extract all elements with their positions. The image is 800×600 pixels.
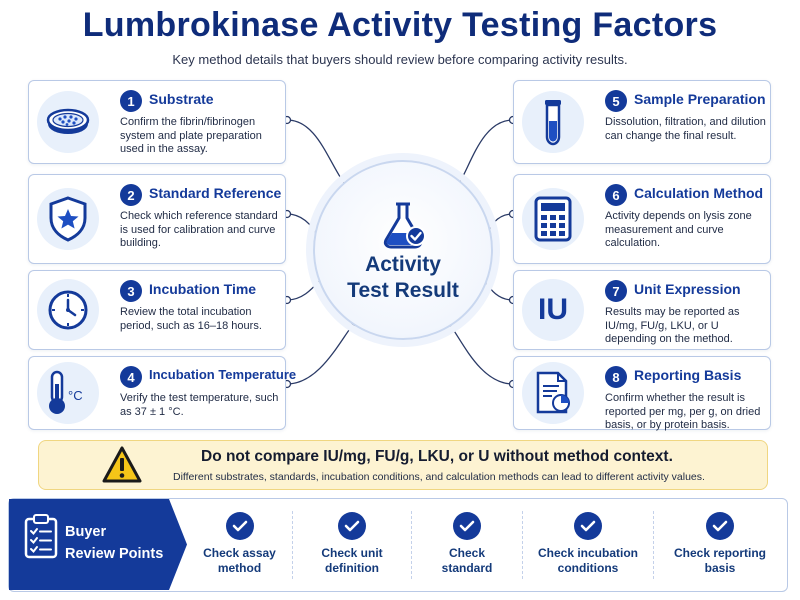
- petri-dish-icon: [37, 91, 99, 153]
- factor-card-unit-expression: IU 7 Unit Expression Results may be repo…: [513, 270, 771, 350]
- factor-title: Substrate: [149, 91, 214, 107]
- review-item-line1: Check: [448, 546, 486, 560]
- factor-card-calculation-method: 6 Calculation Method Activity depends on…: [513, 174, 771, 264]
- factor-description: Verify the test temperature, such as 37 …: [120, 392, 279, 418]
- review-divider: [411, 511, 412, 579]
- factor-card-incubation-temperature: °C 4 Incubation Temperature Verify the t…: [28, 356, 296, 430]
- clipboard-checklist-icon: [24, 514, 58, 559]
- factor-number: 4: [120, 366, 142, 388]
- iu-text-icon: IU: [522, 279, 584, 341]
- check-icon: [453, 512, 481, 540]
- center-label-line1: Activity: [365, 253, 441, 276]
- factor-card-standard-reference: 2 Standard Reference Check which referen…: [28, 174, 286, 264]
- factor-number: 6: [605, 184, 627, 206]
- review-divider: [653, 511, 654, 579]
- review-item-line2: definition: [325, 561, 379, 575]
- check-icon: [706, 512, 734, 540]
- review-item-line2: standard: [441, 561, 493, 575]
- review-item-line2: method: [217, 561, 262, 575]
- factor-title: Unit Expression: [634, 281, 741, 297]
- factor-number: 5: [605, 90, 627, 112]
- review-heading-line1: Buyer: [65, 524, 107, 540]
- shield-star-icon: [37, 188, 99, 250]
- review-item-line1: Check reporting: [673, 546, 766, 560]
- factor-title: Standard Reference: [149, 185, 282, 201]
- review-item-line1: Check assay: [203, 546, 276, 560]
- center-label-line2: Test Result: [347, 279, 459, 302]
- review-heading-line2: Review Points: [65, 546, 164, 562]
- flask-check-icon: [383, 202, 426, 249]
- warning-description: Different substrates, standards, incubat…: [173, 471, 705, 483]
- review-divider: [292, 511, 293, 579]
- factor-title: Sample Preparation: [634, 91, 766, 107]
- warning-triangle-icon: [102, 446, 142, 483]
- page-title: Lumbrokinase Activity Testing Factors: [82, 6, 718, 44]
- thermometer-icon: °C: [37, 362, 99, 424]
- check-icon: [338, 512, 366, 540]
- review-item-line1: Check unit: [321, 546, 383, 560]
- factor-card-substrate: 1 Substrate Confirm the fibrin/fibrinoge…: [28, 80, 286, 164]
- factor-description: Activity depends on lysis zone measureme…: [605, 210, 752, 249]
- warning-banner: Do not compare IU/mg, FU/g, LKU, or U wi…: [38, 440, 768, 490]
- factor-title: Incubation Time: [149, 281, 257, 297]
- factor-title: Incubation Temperature: [149, 367, 297, 382]
- factor-number: 1: [120, 90, 142, 112]
- review-item-line1: Check incubation: [537, 546, 638, 560]
- check-icon: [574, 512, 602, 540]
- review-item-line2: conditions: [557, 561, 619, 575]
- factor-number: 7: [605, 280, 627, 302]
- check-icon: [225, 512, 254, 540]
- factor-title: Calculation Method: [634, 185, 764, 201]
- factor-description: Confirm the fibrin/fibrinogen system and…: [120, 116, 262, 155]
- page-subtitle: Key method details that buyers should re…: [172, 52, 628, 67]
- review-divider: [522, 511, 523, 579]
- factor-description: Confirm whether the result is reported p…: [605, 392, 761, 431]
- factor-card-sample-preparation: 5 Sample Preparation Dissolution, filtra…: [513, 80, 771, 164]
- factor-number: 3: [120, 280, 142, 302]
- activity-test-result-hub: Activity Test Result: [313, 160, 493, 340]
- document-chart-icon: [522, 362, 584, 424]
- factor-description: Review the total incubation period, such…: [120, 306, 262, 332]
- review-heading-background: [9, 499, 187, 590]
- review-item-line2: basis: [704, 561, 736, 575]
- factor-card-incubation-time: 3 Incubation Time Review the total incub…: [28, 270, 286, 350]
- calculator-icon: [522, 188, 584, 250]
- factor-number: 2: [120, 184, 142, 206]
- factor-description: Dissolution, filtration, and dilution ca…: [605, 116, 766, 142]
- factor-card-reporting-basis: 8 Reporting Basis Confirm whether the re…: [513, 356, 771, 431]
- review-heading: Buyer Review Points: [9, 499, 187, 590]
- test-tube-icon: [522, 91, 584, 153]
- thermometer-unit: °C: [68, 388, 83, 403]
- warning-title: Do not compare IU/mg, FU/g, LKU, or U wi…: [201, 448, 673, 465]
- iu-text: IU: [538, 293, 568, 326]
- factor-description: Results may be reported as IU/mg, FU/g, …: [605, 306, 740, 345]
- factor-description: Check which reference standard is used f…: [120, 210, 278, 249]
- clock-icon: [37, 279, 99, 341]
- factor-title: Reporting Basis: [634, 367, 742, 383]
- factor-number: 8: [605, 366, 627, 388]
